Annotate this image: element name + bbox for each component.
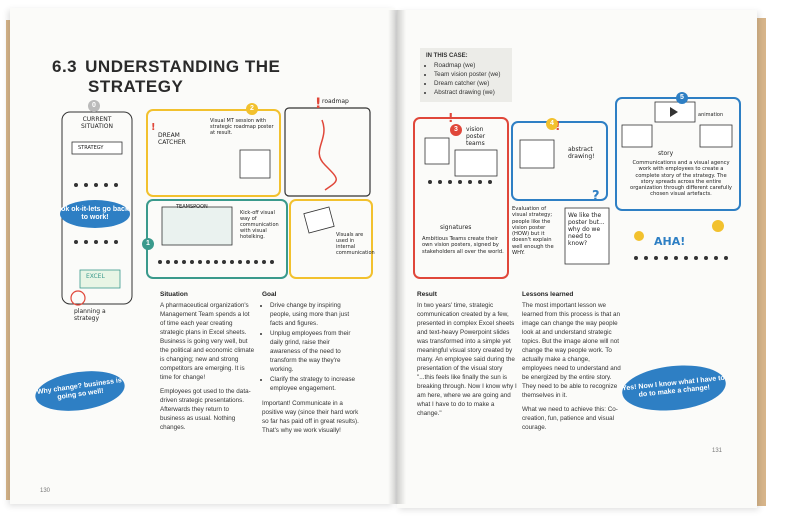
situation-paragraph-2: Employees got used to the data-driven st… (160, 388, 251, 431)
teamspoon-label: TEAMSPOON (176, 204, 208, 210)
svg-text:!: ! (555, 119, 560, 133)
page-number-right: 131 (712, 448, 723, 454)
ok-cloud: ok ok-it-lets go back to work! (60, 200, 130, 228)
goal-section: Goal Drive change by inspiring people, u… (262, 290, 362, 440)
step-badge-3: 3 (450, 124, 462, 136)
we-like-note: We like the poster but... why do we need… (568, 212, 605, 247)
kickoff-note: Kick-off visual way of communication wit… (240, 210, 279, 240)
visual-mt-note: Visual MT session with strategic roadmap… (210, 118, 274, 136)
case-item: Abstract drawing (we) (434, 88, 506, 97)
svg-text:!: ! (151, 122, 156, 133)
story-label: story (658, 150, 674, 157)
book-cover-edge-left (6, 20, 12, 500)
step-badge-1: 1 (142, 238, 154, 250)
left-page (10, 8, 395, 504)
title-line-1: UNDERSTANDING THE (85, 57, 281, 76)
lessons-section: Lessons learned The most important lesso… (522, 290, 622, 437)
situation-heading: Situation (160, 291, 188, 298)
case-item: Dream catcher (we) (434, 79, 506, 88)
case-item: Roadmap (we) (434, 61, 506, 70)
signatures-label: signatures (440, 224, 472, 231)
page-number-left: 130 (40, 488, 51, 494)
evaluation-note: Evaluation of visual strategy; people li… (512, 206, 554, 257)
case-item: Team vision poster (we) (434, 70, 506, 79)
lessons-paragraph-1: The most important lesson we learned fro… (522, 302, 621, 399)
result-section: Result In two years' time, strategic com… (417, 290, 517, 423)
step-badge-4: 4 (546, 118, 558, 130)
lessons-heading: Lessons learned (522, 291, 574, 298)
abstract-drawing-label: abstract drawing! (568, 146, 595, 160)
animation-label: animation (698, 112, 724, 118)
goal-item: Clarify the strategy to increase employe… (270, 375, 362, 393)
title-line-2: STRATEGY (88, 77, 184, 96)
vision-poster-label: vision poster teams (466, 126, 486, 147)
svg-text:?: ? (592, 189, 600, 204)
current-situation-label: CURRENT SITUATION (81, 116, 113, 130)
ambitious-note: Ambitious Teams create their own vision … (422, 236, 504, 255)
step-badge-2: 2 (246, 103, 258, 115)
page-title: 6.3 UNDERSTANDING THE STRATEGY (52, 57, 280, 97)
section-number: 6.3 (52, 57, 78, 76)
goal-item: Drive change by inspiring people, using … (270, 301, 362, 328)
case-list: Roadmap (we) Team vision poster (we) Dre… (426, 61, 506, 97)
in-this-case-box: IN THIS CASE: Roadmap (we) Team vision p… (420, 48, 512, 102)
step-badge-5: 5 (676, 92, 688, 104)
planning-label: planning a strategy (74, 308, 106, 322)
communications-note: Communications and a visual agency work … (630, 160, 732, 198)
goal-list: Drive change by inspiring people, using … (262, 301, 362, 393)
aha-label: AHA! (654, 235, 686, 248)
result-heading: Result (417, 291, 437, 298)
book-spine (388, 10, 406, 504)
goal-heading: Goal (262, 291, 277, 298)
step-badge-0: 0 (88, 100, 100, 112)
situation-paragraph-1: A pharmaceutical organization's Manageme… (160, 302, 255, 381)
excel-label: EXCEL (86, 273, 105, 280)
lessons-paragraph-2: What we need to achieve this: Co-creatio… (522, 406, 618, 431)
goal-paragraph: Important! Communicate in a positive way… (262, 400, 359, 434)
dream-catcher-label: DREAM CATCHER (158, 132, 186, 146)
svg-text:!: ! (315, 96, 321, 112)
result-paragraph: In two years' time, strategic communicat… (417, 302, 517, 417)
visuals-used-note: Visuals are used in internal communicati… (336, 232, 375, 256)
strategy-label: STRATEGY (78, 145, 104, 151)
roadmap-label: roadmap (322, 98, 349, 105)
situation-section: Situation A pharmaceutical organization'… (160, 290, 255, 437)
case-heading: IN THIS CASE: (426, 53, 468, 59)
goal-item: Unplug employees from their daily grind,… (270, 329, 362, 374)
svg-text:!: ! (448, 111, 453, 125)
